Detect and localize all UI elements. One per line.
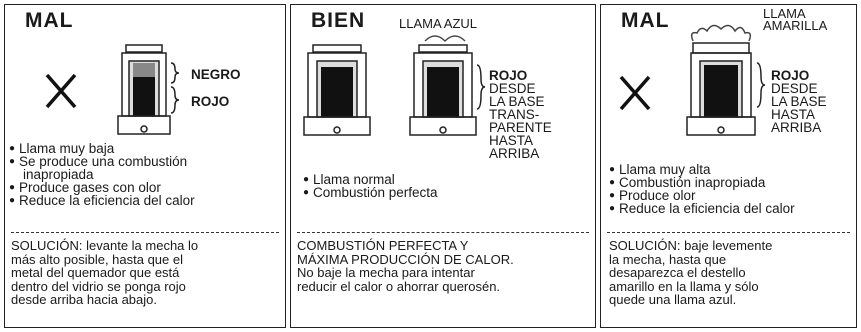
yellow-flame-label: LLAMA AMARILLA: [763, 6, 828, 33]
point: Produce gases con olor: [9, 181, 195, 195]
red-from-base-label: ROJO DESDE LA BASE TRANS- PARENTE HASTA …: [489, 68, 552, 161]
solution-text: SOLUCIÓN: baje levemente la mecha, hasta…: [609, 238, 773, 307]
heater-with-flame-icon: [409, 35, 477, 136]
point: Produce olor: [609, 189, 795, 203]
point: Llama muy alta: [609, 163, 795, 177]
point: Combustión inapropiada: [609, 176, 795, 190]
point: Reduce la eficiencia del calor: [609, 202, 795, 216]
points-list: Llama muy alta Combustión inapropiada Pr…: [609, 163, 795, 216]
panel-good-normal-flame: BIEN LLAMA AZUL ROJO DESDE LA BASE TRANS…: [290, 4, 596, 328]
red-from-base-label: ROJO DESDE LA BASE HASTA ARRIBA: [771, 68, 827, 135]
solution-text: COMBUSTIÓN PERFECTA Y MÁXIMA PRODUCCIÓN …: [297, 238, 514, 294]
points-list: Llama normal Combustión perfecta: [303, 173, 438, 200]
blue-flame-label: LLAMA AZUL: [399, 16, 478, 31]
divider: [11, 232, 279, 233]
red-label: ROJO: [191, 94, 230, 109]
panel-heading: MAL: [25, 9, 74, 32]
high-flame-illustration: [619, 24, 766, 136]
low-flame-illustration: [45, 44, 180, 135]
wrong-x-icon: [619, 75, 651, 111]
solution-text: SOLUCIÓN: levante la mecha lo más alto p…: [11, 238, 199, 307]
wrong-x-icon: [45, 73, 77, 109]
heater-icon: [303, 44, 371, 136]
bracket-icon: [476, 64, 486, 110]
bracket-icons: [170, 62, 180, 114]
divider: [297, 232, 589, 233]
panel-bad-high-flame: MAL LLAMA AMARILLA ROJO DESDE LA BASE HA…: [600, 4, 857, 328]
point: Llama muy baja: [9, 142, 195, 156]
heater-with-tall-flame-icon: [686, 24, 756, 136]
heater-icon: [117, 44, 171, 135]
point: Reduce la eficiencia del calor: [9, 194, 195, 208]
point: Combustión perfecta: [303, 186, 438, 200]
points-list: Llama muy baja Se produce una combustión…: [9, 142, 195, 208]
bracket-icon: [756, 62, 766, 108]
panel-heading: MAL: [621, 9, 670, 32]
black-label: NEGRO: [191, 67, 241, 82]
normal-flame-illustration: [303, 35, 486, 136]
panel-heading: BIEN: [311, 9, 366, 32]
panel-bad-low-flame: MAL NEGRO ROJO Llama muy baja Se produce…: [4, 4, 286, 328]
point: Llama normal: [303, 173, 438, 187]
divider: [607, 232, 850, 233]
